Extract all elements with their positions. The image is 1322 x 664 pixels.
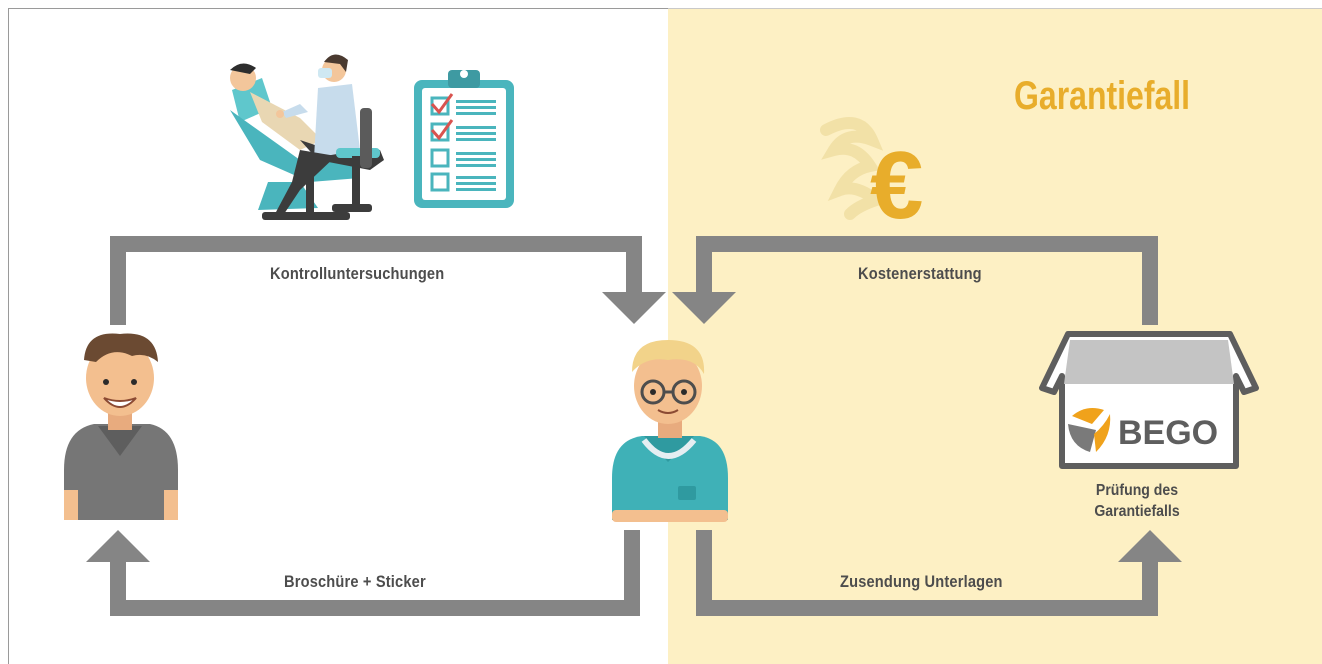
- label-document-submission: Zusendung Unterlagen: [840, 572, 1003, 591]
- label-brochure-sticker: Broschüre + Sticker: [284, 572, 426, 591]
- arrow-checkups: [110, 236, 642, 325]
- warranty-review-caption: Prüfung des Garantiefalls: [1080, 480, 1194, 522]
- patient-avatar: [64, 333, 178, 520]
- euro-icon: €: [820, 116, 923, 239]
- dental-treatment-illustration: [230, 54, 384, 220]
- arrow-head-documents: [1118, 530, 1182, 562]
- bego-logo-text: BEGO: [1118, 414, 1218, 452]
- arrow-head-brochure: [86, 530, 150, 562]
- bego-logo-mark: [1068, 408, 1111, 452]
- arrow-head-checkups: [602, 292, 666, 324]
- arrow-documents: [696, 530, 1158, 616]
- bego-building-icon: BEGO: [1039, 331, 1259, 469]
- arrow-head-reimbursement: [672, 292, 736, 324]
- arrow-brochure: [110, 530, 640, 616]
- section-title: Garantiefall: [1014, 74, 1191, 118]
- label-reimbursement: Kostenerstattung: [858, 264, 982, 283]
- arrow-reimbursement: [696, 236, 1158, 325]
- dentist-avatar: [612, 340, 728, 522]
- caption-line-2: Garantiefalls: [1094, 503, 1180, 520]
- checklist-clipboard-icon: [414, 70, 514, 208]
- euro-symbol: €: [870, 132, 923, 239]
- label-checkups: Kontrolluntersuchungen: [270, 264, 445, 283]
- caption-line-1: Prüfung des: [1095, 482, 1179, 499]
